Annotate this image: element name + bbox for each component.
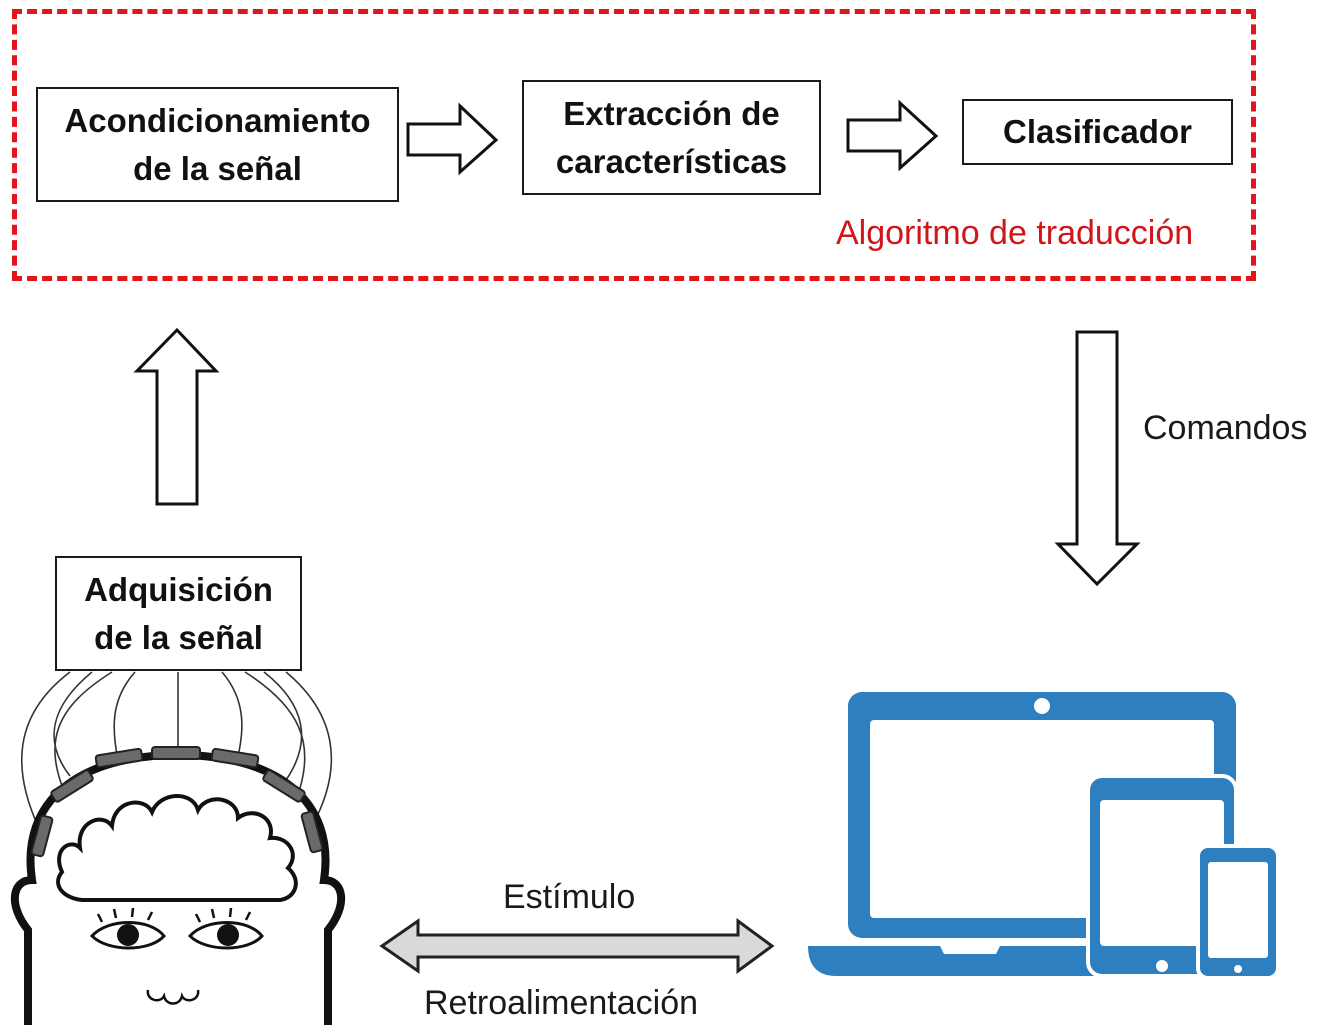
signal-acquisition-block: Adquisición de la señal	[55, 556, 302, 671]
signal-conditioning-line2: de la señal	[133, 149, 302, 187]
classifier-block: Clasificador	[962, 99, 1233, 165]
arrow-right-1	[406, 102, 499, 176]
devices-icon	[808, 692, 1280, 980]
signal-conditioning-line1: Acondicionamiento	[64, 101, 371, 139]
feature-extraction-line1: Extracción de	[563, 94, 780, 132]
feedback-label: Retroalimentación	[424, 984, 699, 1022]
stimulus-label: Estímulo	[503, 878, 636, 916]
translation-algorithm-label: Algoritmo de traducción	[836, 214, 1194, 252]
signal-acquisition-line1: Adquisición	[84, 570, 273, 608]
arrow-right-2	[846, 99, 939, 172]
commands-label: Comandos	[1143, 409, 1308, 447]
classifier-label: Clasificador	[1003, 113, 1192, 151]
arrow-up	[133, 327, 220, 506]
signal-conditioning-block: Acondicionamiento de la señal	[36, 87, 399, 202]
translation-algorithm-frame	[12, 9, 1256, 281]
feature-extraction-block: Extracción de características	[522, 80, 821, 195]
head-with-eeg-electrodes-icon	[10, 671, 346, 1025]
arrow-double	[379, 918, 775, 974]
arrow-down	[1054, 330, 1141, 587]
signal-acquisition-line2: de la señal	[94, 618, 263, 656]
feature-extraction-line2: características	[555, 142, 788, 180]
